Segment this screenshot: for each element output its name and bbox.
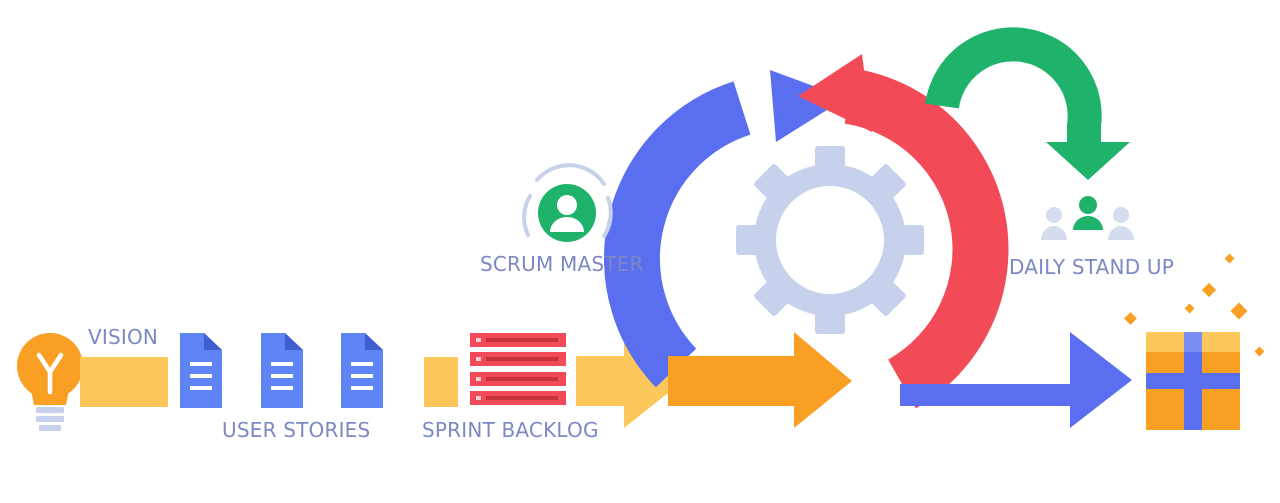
vision-label: VISION (88, 325, 158, 349)
lightbulb-icon (17, 333, 83, 431)
gear-icon (736, 146, 924, 334)
backlog-bar (424, 357, 458, 407)
gift-box-icon (1146, 332, 1240, 430)
vision-bar (80, 357, 168, 407)
blue-output-arrow (900, 332, 1132, 428)
document-icon (341, 333, 383, 408)
scrum-master-label: SCRUM MASTER (480, 252, 644, 276)
document-icon (261, 333, 303, 408)
user-stories-label: USER STORIES (222, 418, 370, 442)
green-loop-arrow (925, 27, 1130, 180)
orange-arrow (668, 332, 852, 428)
scrum-master-avatar-icon (522, 163, 613, 242)
team-icon (1041, 196, 1134, 240)
backlog-list-icon (470, 333, 566, 405)
blue-cycle-arrow (603, 70, 846, 388)
document-icon (180, 333, 222, 408)
daily-stand-up-label: DAILY STAND UP (1009, 255, 1174, 279)
red-cycle-arrow (798, 54, 1009, 409)
yellow-arrow (576, 334, 682, 428)
sprint-backlog-label: SPRINT BACKLOG (422, 418, 599, 442)
